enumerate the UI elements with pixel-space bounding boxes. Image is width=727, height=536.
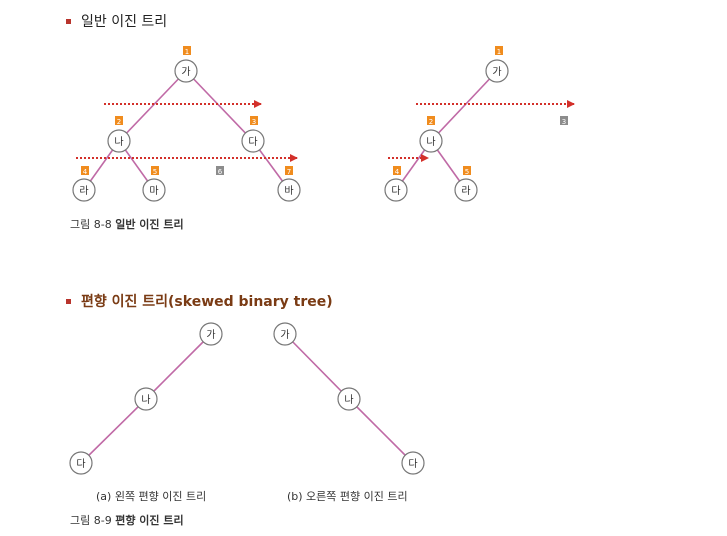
node-number-badge: 5 [463, 166, 471, 176]
section-heading-skewed: 편향 이진 트리(skewed binary tree) [66, 291, 333, 311]
tree-edge [118, 70, 187, 142]
figure-title: 편향 이진 트리 [115, 514, 184, 527]
tree-node-ma: 마 [142, 178, 166, 202]
missing-node-badge: 3 [560, 116, 568, 126]
svg-text:바: 바 [284, 185, 293, 197]
tree-edge [348, 398, 414, 464]
tree-edge [430, 70, 498, 142]
right-skewed-tree: 가 나 다 [273, 322, 425, 475]
svg-text:나: 나 [426, 136, 435, 148]
tree-edge [284, 333, 350, 400]
tree-a: 가 나 다 라 마 바 1 2 [72, 46, 301, 202]
svg-text:마: 마 [149, 185, 158, 197]
subfigure-label-right-skewed: (b) 오른쪽 편향 이진 트리 [287, 490, 408, 503]
missing-node-badge: 6 [216, 166, 224, 176]
svg-text:가: 가 [206, 329, 215, 341]
svg-text:2: 2 [429, 118, 433, 126]
node-number-badge: 1 [495, 46, 503, 56]
svg-text:3: 3 [252, 118, 256, 126]
svg-text:4: 4 [83, 168, 88, 176]
svg-text:1: 1 [185, 48, 189, 56]
tree-node-da: 다 [384, 178, 408, 202]
node-number-badge: 2 [115, 116, 123, 126]
svg-text:나: 나 [114, 136, 123, 148]
tree-node-ba: 바 [277, 178, 301, 202]
tree-node-ra: 라 [72, 178, 96, 202]
node-number-badge: 4 [393, 166, 401, 176]
figure-number: 그림 8-8 [70, 218, 112, 231]
svg-text:나: 나 [344, 394, 353, 406]
section-title: 일반 이진 트리 [81, 14, 168, 30]
svg-text:라: 라 [461, 185, 470, 197]
tree-node-da: 다 [401, 451, 425, 475]
node-number-badge: 5 [151, 166, 159, 176]
tree-node-na: 나 [107, 129, 131, 153]
node-number-badge: 7 [285, 166, 293, 176]
node-number-badge: 1 [183, 46, 191, 56]
bullet-icon [66, 18, 71, 24]
tree-node-na: 나 [419, 129, 443, 153]
tree-node-da: 다 [241, 129, 265, 153]
tree-edge [145, 333, 212, 400]
tree-edge [80, 398, 147, 464]
svg-text:5: 5 [153, 168, 157, 176]
svg-text:가: 가 [280, 329, 289, 341]
tree-node-ra: 라 [454, 178, 478, 202]
tree-edge [185, 70, 254, 142]
tree-node-ga: 가 [199, 322, 223, 346]
section-title: 편향 이진 트리(skewed binary tree) [81, 294, 333, 310]
figure-title: 일반 이진 트리 [115, 218, 184, 231]
tree-node-ga: 가 [485, 59, 509, 83]
svg-text:3: 3 [562, 118, 566, 126]
node-number-badge: 4 [81, 166, 89, 176]
svg-text:4: 4 [395, 168, 400, 176]
tree-node-na: 나 [134, 387, 158, 411]
tree-node-da: 다 [69, 451, 93, 475]
svg-text:5: 5 [465, 168, 469, 176]
svg-text:가: 가 [181, 66, 190, 78]
svg-text:라: 라 [79, 185, 88, 197]
svg-text:나: 나 [141, 394, 150, 406]
subfigure-label-left-skewed: (a) 왼쪽 편향 이진 트리 [96, 490, 207, 503]
svg-text:6: 6 [218, 168, 223, 176]
figure-caption-8-9: 그림 8-9 편향 이진 트리 [70, 512, 184, 528]
left-skewed-tree: 가 나 다 [69, 322, 223, 475]
svg-text:7: 7 [287, 168, 291, 176]
tree-node-ga: 가 [174, 59, 198, 83]
svg-text:가: 가 [492, 66, 501, 78]
svg-text:다: 다 [248, 136, 257, 148]
section-heading-general: 일반 이진 트리 [66, 11, 167, 31]
svg-text:다: 다 [76, 458, 85, 470]
node-number-badge: 2 [427, 116, 435, 126]
tree-node-na: 나 [337, 387, 361, 411]
tree-b: 가 나 다 라 1 2 4 5 [384, 46, 575, 202]
figure-number: 그림 8-9 [70, 514, 112, 527]
node-number-badge: 3 [250, 116, 258, 126]
svg-text:다: 다 [408, 458, 417, 470]
bullet-icon [66, 298, 71, 304]
tree-node-ga: 가 [273, 322, 297, 346]
svg-text:1: 1 [497, 48, 501, 56]
svg-text:2: 2 [117, 118, 121, 126]
figure-caption-8-8: 그림 8-8 일반 이진 트리 [70, 216, 184, 232]
svg-text:다: 다 [391, 185, 400, 197]
